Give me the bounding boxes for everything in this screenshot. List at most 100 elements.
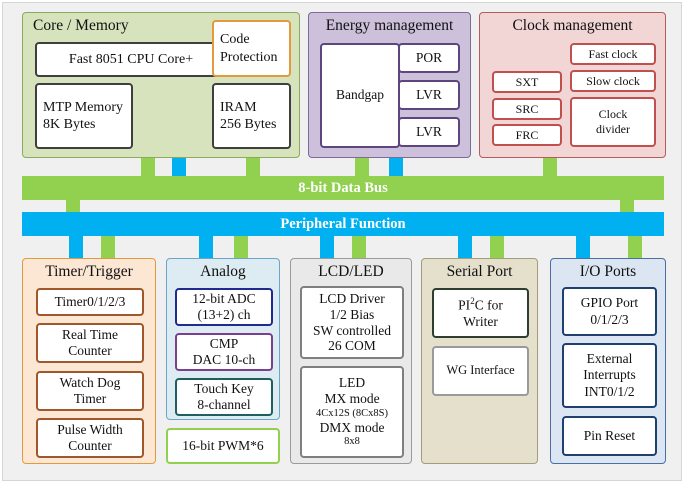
led-line-3: 4Cx12S (8Cx8S) <box>315 407 389 419</box>
lcd-driver-line-4: 26 COM <box>328 338 376 354</box>
frc-box: FRC <box>492 124 562 146</box>
pi2c-line-2: Writer <box>463 313 498 329</box>
mtp-memory-box: MTP Memory 8K Bytes <box>35 83 133 149</box>
clock-management-group: Clock management Fast clock Slow clock C… <box>479 12 666 158</box>
cmp-line-2: DAC 10-ch <box>192 352 256 367</box>
slow-clock-label: Slow clock <box>586 73 640 88</box>
sxt-box: SXT <box>492 71 562 93</box>
serial-connector-1 <box>458 236 472 258</box>
pulse-width-counter-box: Pulse Width Counter <box>36 418 144 458</box>
lcd-driver-box: LCD Driver 1/2 Bias SW controlled 26 COM <box>300 286 404 359</box>
adc-line-1: 12-bit ADC <box>192 290 256 306</box>
pin-reset-box: Pin Reset <box>562 416 657 456</box>
cpu-core-label: Fast 8051 CPU Core+ <box>68 51 194 67</box>
touch-key-line-1: Touch Key <box>194 380 254 396</box>
gpio-line-2: 0/1/2/3 <box>590 311 629 327</box>
pi2c-prefix: PI <box>458 297 471 313</box>
watch-dog-timer-line-2: Timer <box>73 391 107 406</box>
src-label: SRC <box>515 101 539 116</box>
timer-trigger-title: Timer/Trigger <box>45 263 133 280</box>
wg-interface-box: WG Interface <box>432 346 529 396</box>
core-memory-title: Core / Memory <box>33 17 129 34</box>
external-interrupts-line-3: INT0/1/2 <box>584 383 635 399</box>
lcd-driver-line-2: 1/2 Bias <box>329 306 375 322</box>
timer-label: Timer0/1/2/3 <box>54 293 126 309</box>
lcd-connector-2 <box>352 236 366 258</box>
energy-connector-1 <box>355 158 369 176</box>
code-protection-line-1: Code <box>220 32 250 48</box>
analog-group: Analog 12-bit ADC (13+2) ch CMP DAC 10-c… <box>166 258 280 420</box>
real-time-counter-box: Real Time Counter <box>36 323 144 363</box>
src-box: SRC <box>492 98 562 120</box>
sxt-label: SXT <box>515 74 539 89</box>
por-box: POR <box>398 43 460 73</box>
pi2c-superscript: 2 <box>470 295 475 306</box>
pin-reset-label: Pin Reset <box>583 427 636 443</box>
clock-management-title: Clock management <box>512 17 633 34</box>
code-protection-line-2: Protection <box>220 49 278 65</box>
timer-trigger-group: Timer/Trigger Timer0/1/2/3 Real Time Cou… <box>22 258 156 464</box>
analog-connector-1 <box>199 236 213 258</box>
external-interrupts-line-2: Interrupts <box>583 367 636 383</box>
external-interrupts-line-1: External <box>586 350 633 366</box>
energy-connector-2 <box>389 158 403 176</box>
timer-connector-1 <box>69 236 83 258</box>
iram-line-1: IRAM <box>220 99 257 115</box>
lcd-driver-line-3: SW controlled <box>312 322 392 338</box>
fast-clock-box: Fast clock <box>570 43 656 65</box>
serial-port-group: Serial Port PI2C for Writer WG Interface <box>421 258 538 464</box>
core-connector-3 <box>246 158 260 176</box>
peripheral-bus-label: Peripheral Function <box>280 215 406 232</box>
mtp-memory-line-2: 8K Bytes <box>43 117 96 132</box>
lvr-label-1: LVR <box>416 86 442 102</box>
pi2c-suffix: C for <box>474 297 503 313</box>
core-connector-1 <box>141 158 155 176</box>
clock-connector <box>543 158 557 176</box>
lvr-label-2: LVR <box>416 123 442 139</box>
io-connector-2 <box>628 236 642 258</box>
slow-clock-box: Slow clock <box>570 70 656 92</box>
fast-clock-label: Fast clock <box>588 46 638 61</box>
led-line-5: 8x8 <box>344 436 360 448</box>
watch-dog-timer-box: Watch Dog Timer <box>36 371 144 411</box>
wg-interface-label: WG Interface <box>446 363 515 378</box>
lcd-led-title: LCD/LED <box>318 263 384 280</box>
data-bus-label: 8-bit Data Bus <box>298 179 388 196</box>
watch-dog-timer-line-1: Watch Dog <box>59 374 121 390</box>
clock-divider-line-2: divider <box>596 122 630 136</box>
analog-connector-2 <box>234 236 248 258</box>
gpio-line-1: GPIO Port <box>580 295 639 311</box>
core-memory-group: Core / Memory Fast 8051 CPU Core+ Code P… <box>22 12 300 158</box>
external-interrupts-box: External Interrupts INT0/1/2 <box>562 343 657 408</box>
bandgap-box: Bandgap <box>320 43 400 148</box>
code-protection-box: Code Protection <box>212 20 291 77</box>
pwm-label: 16-bit PWM*6 <box>182 437 264 453</box>
iram-line-2: 256 Bytes <box>220 117 277 132</box>
io-connector-1 <box>576 236 590 258</box>
lvr-box-2: LVR <box>398 117 460 147</box>
por-label: POR <box>415 49 443 65</box>
pi2c-line-1: PI2C for <box>458 296 503 314</box>
data-bus: 8-bit Data Bus <box>22 176 664 200</box>
real-time-counter-line-1: Real Time <box>62 326 118 342</box>
io-ports-group: I/O Ports GPIO Port 0/1/2/3 External Int… <box>550 258 666 464</box>
bus-connector-1 <box>66 200 80 212</box>
iram-box: IRAM 256 Bytes <box>212 83 291 149</box>
adc-box: 12-bit ADC (13+2) ch <box>175 288 273 326</box>
analog-title: Analog <box>200 263 246 280</box>
io-ports-title: I/O Ports <box>579 263 637 280</box>
led-line-2: MX mode <box>324 391 380 407</box>
lcd-driver-line-1: LCD Driver <box>319 290 385 306</box>
cmp-line-1: CMP <box>209 335 239 351</box>
timer-box: Timer0/1/2/3 <box>36 288 144 316</box>
touch-key-line-2: 8-channel <box>197 397 251 412</box>
frc-label: FRC <box>515 127 539 142</box>
pulse-width-counter-line-2: Counter <box>68 438 112 453</box>
gpio-port-box: GPIO Port 0/1/2/3 <box>562 287 657 336</box>
lcd-led-group: LCD/LED LCD Driver 1/2 Bias SW controlle… <box>290 258 412 464</box>
serial-port-title: Serial Port <box>446 263 513 280</box>
bus-connector-2 <box>620 200 634 212</box>
real-time-counter-line-2: Counter <box>68 343 112 358</box>
clock-divider-box: Clock divider <box>570 97 656 147</box>
lcd-connector-1 <box>320 236 334 258</box>
